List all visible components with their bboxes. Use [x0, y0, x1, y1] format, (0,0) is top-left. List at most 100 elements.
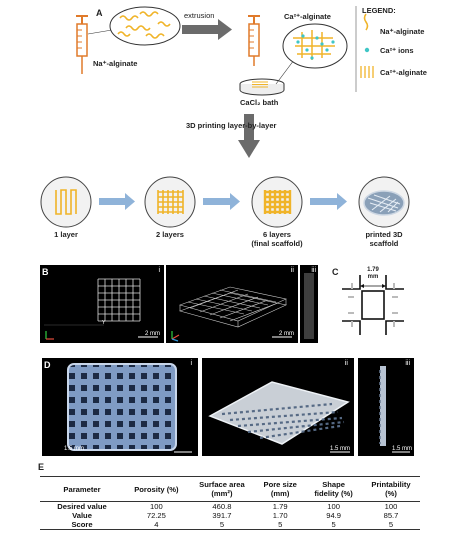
printing-label: 3D printing layer-by-layer [186, 121, 277, 130]
step-label-1: 1 layer [36, 230, 96, 239]
table-cell: 5 [362, 520, 420, 530]
panel-d-i-label: i [190, 360, 192, 367]
table-cell: Value [72, 511, 92, 520]
panel-c: C 1.79 mm [328, 265, 418, 345]
cad-side-view [304, 273, 314, 339]
header-line: (mm²) [211, 489, 233, 498]
step-label-1-line-1: 1 layer [54, 230, 78, 239]
panel-b-ii-label: ii [290, 267, 294, 274]
scaffold-photo-perspective [208, 381, 350, 453]
table-cell: 5 [255, 520, 306, 530]
panel-d-label: D [44, 360, 51, 370]
ca-alginate-label: Ca²⁺-alginate [284, 12, 331, 21]
table-header: Pore size(mm) [255, 476, 306, 502]
header-line: (mm) [270, 489, 290, 498]
step-label-3: 6 layers (final scaffold) [237, 230, 317, 248]
table-row: Score 4 5 5 5 5 [40, 520, 420, 530]
pore-dimension-unit: mm [367, 274, 379, 280]
header-line: Porosity (%) [134, 484, 179, 494]
na-alginate-bubble [87, 6, 181, 46]
panel-b-ii: ii 2 mm [166, 265, 298, 343]
panel-b-i-scale: 2 mm [145, 331, 160, 337]
table-header-row: Parameter Porosity (%) Surface area(mm²)… [40, 476, 420, 502]
ca-alginate-bubble [275, 23, 348, 85]
cad-perspective-view [171, 286, 292, 342]
cacl2-bath-dish-icon [239, 78, 285, 96]
header-line: Shape [322, 480, 345, 489]
panel-a-label: A [96, 8, 103, 18]
panel-d-ii: ii 1.5 mm [202, 358, 354, 456]
table-cell: 100 [150, 502, 163, 511]
panel-b-iii: iii [300, 265, 318, 343]
table-cell: 85.7 [383, 511, 399, 520]
panel-d-iii: iii 1.5 mm [358, 358, 414, 456]
table-header: Porosity (%) [124, 476, 189, 502]
table-cell: 100 [384, 502, 398, 511]
table-header: Parameter [40, 476, 124, 502]
panel-b: i 2 mm Y ii 2 mm iii B [0, 265, 474, 345]
axis-y-label: Y [102, 320, 106, 326]
panel-d-iii-label: iii [405, 360, 410, 367]
table-header: Surface area(mm²) [188, 476, 256, 502]
panel-d-ii-scale: 1.5 mm [329, 446, 350, 452]
header-line: fidelity (%) [314, 489, 353, 498]
table-cell: 72.25 [146, 511, 166, 520]
step-label-3-line-1: 6 layers [263, 230, 291, 239]
panel-d-iii-scale: 1.5 mm [391, 446, 412, 452]
scaffold-photo-side [379, 366, 410, 453]
table-cell: 1.79 [272, 502, 288, 511]
legend-title: LEGEND: [362, 6, 396, 15]
syringe-right-icon [248, 15, 260, 66]
legend-item-ca-ions: Ca²⁺ ions [380, 46, 414, 55]
legend-item-ca-alginate: Ca²⁺-alginate [380, 68, 427, 77]
step-label-3-line-2: (final scaffold) [251, 239, 303, 248]
panel-b-iii-label: iii [311, 267, 316, 274]
table-cell: 94.9 [326, 511, 341, 520]
panel-d-i-scale: 1.5 mm [64, 446, 85, 452]
step-circles [40, 176, 410, 228]
legend-box [355, 6, 374, 92]
header-line: Parameter [63, 484, 101, 494]
table-cell: 1.70 [272, 511, 288, 520]
table-cell: Desired value [57, 502, 107, 511]
panel-d: i 1.5 mm ii 1.5 mm iii 1.5 mm D [0, 358, 474, 456]
table-cell: 100 [327, 502, 340, 511]
extrusion-arrow-icon [182, 19, 232, 40]
panel-a: A [0, 0, 474, 255]
table-cell: 5 [305, 520, 363, 530]
step-label-4: printed 3D scaffold [349, 230, 419, 248]
legend-item-na-alginate: Na⁺-alginate [380, 27, 425, 36]
pore-dimension-value: 1.79 [367, 267, 379, 273]
panel-d-i: i 1.5 mm [42, 358, 198, 456]
table-cell: 391.7 [212, 511, 232, 520]
results-table: Parameter Porosity (%) Surface area(mm²)… [40, 476, 420, 530]
step-label-2-line-1: 2 layers [156, 230, 184, 239]
panel-b-i: i 2 mm Y [40, 265, 164, 343]
step-label-4-line-2: scaffold [369, 239, 399, 248]
panel-b-i-label: i [158, 267, 160, 274]
printing-down-arrow-icon [238, 114, 260, 158]
table-cell: 460.8 [212, 502, 232, 511]
table-cell: 5 [188, 520, 256, 530]
panel-e: E Parameter Porosity (%) Surface area(mm… [0, 462, 474, 545]
cacl2-bath-label: CaCl₂ bath [240, 98, 279, 107]
panel-c-label: C [332, 267, 339, 277]
table-cell: Score [40, 520, 124, 530]
step-label-2: 2 layers [140, 230, 200, 239]
table-row: Desired value 100 460.8 1.79 100 100 [40, 502, 420, 512]
table-row: Value 72.25 391.7 1.70 94.9 85.7 [40, 511, 420, 520]
na-alginate-label: Na⁺-alginate [93, 59, 138, 68]
panel-d-ii-label: ii [344, 360, 348, 367]
cad-top-view [44, 278, 158, 340]
panel-b-label: B [42, 267, 49, 277]
header-line: Printability [371, 480, 411, 489]
header-line: (%) [385, 489, 397, 498]
header-line: Pore size [263, 480, 297, 489]
pore-dimension-label: 1.79 mm [358, 267, 388, 281]
syringe-left-icon [76, 15, 88, 74]
step-label-4-line-1: printed 3D [365, 230, 403, 239]
panel-e-label: E [38, 462, 45, 472]
table-cell: 4 [124, 520, 189, 530]
panel-a-graphics [40, 6, 410, 228]
